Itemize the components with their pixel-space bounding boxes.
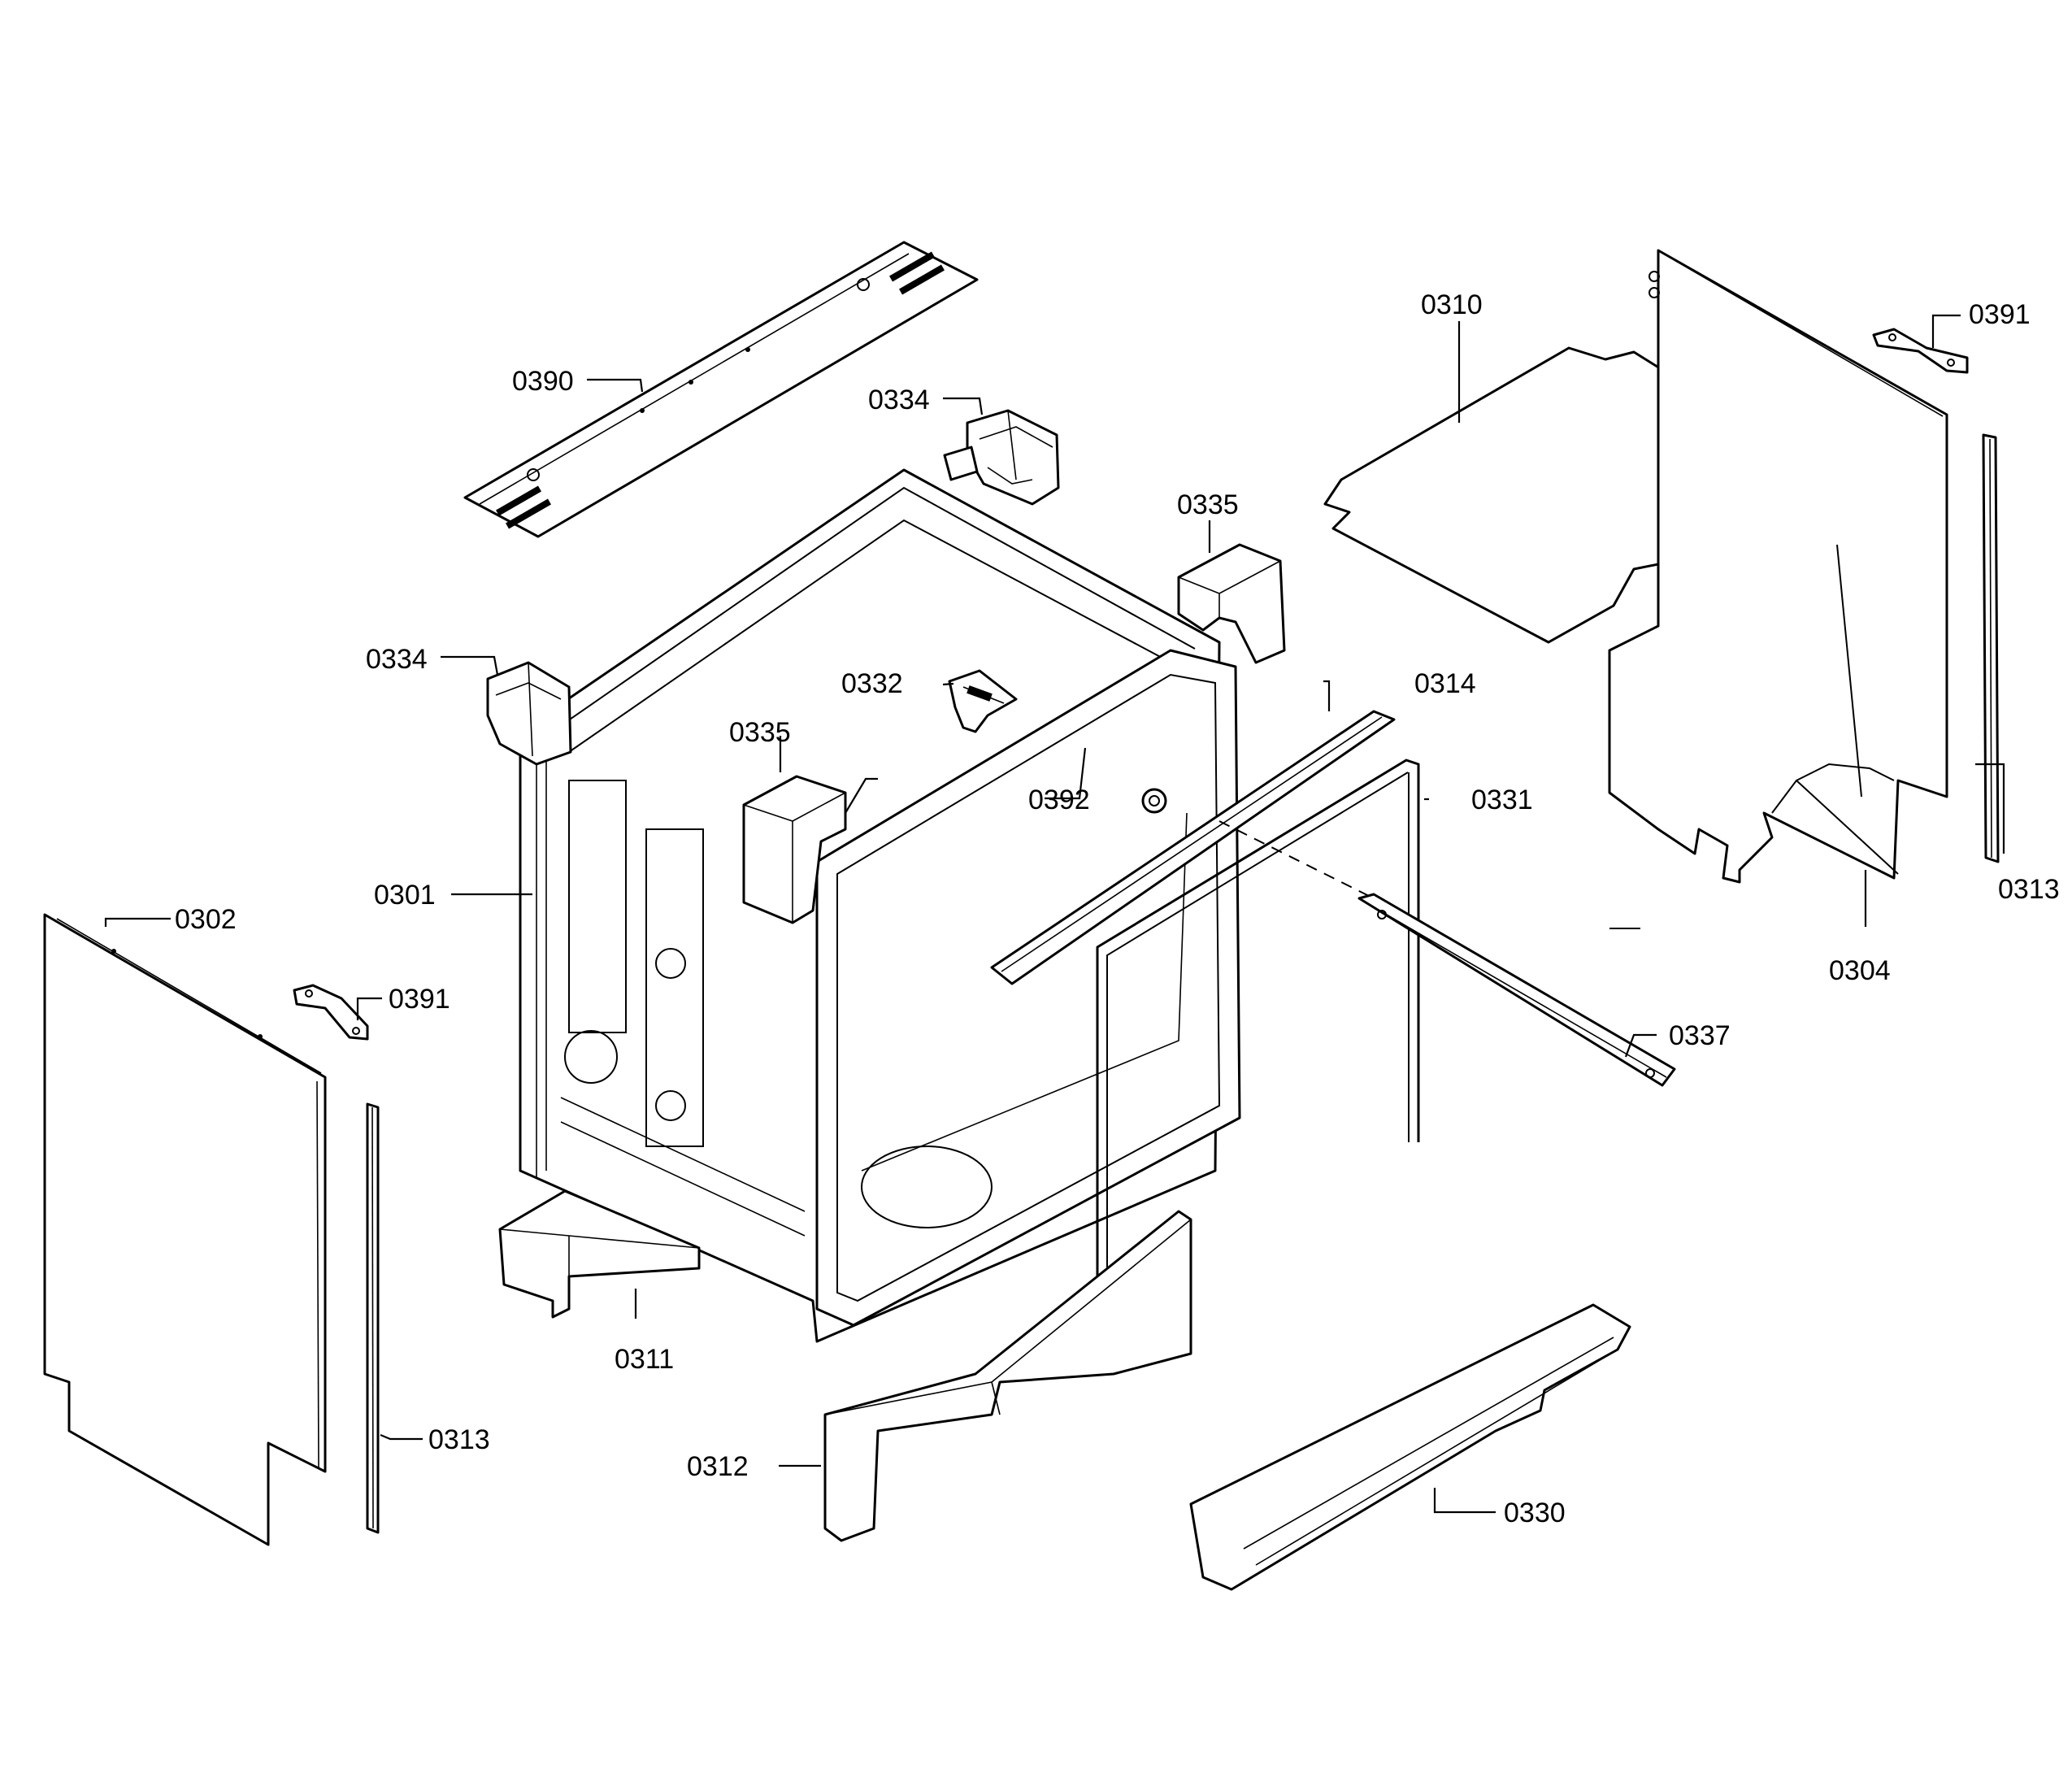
label-0335-top: 0335 (1177, 489, 1239, 520)
part-0391-bracket-right (1872, 328, 1969, 374)
label-0331: 0331 (1471, 785, 1533, 815)
label-0334-left: 0334 (366, 644, 428, 675)
part-0334-clip-left (486, 661, 572, 766)
label-0337: 0337 (1669, 1020, 1731, 1051)
label-0334-top: 0334 (868, 385, 930, 415)
part-0332-latch (948, 669, 1018, 733)
part-0313-strip-right (1982, 433, 2000, 863)
label-0392: 0392 (1028, 785, 1090, 815)
part-0312-foam (823, 1210, 1192, 1542)
label-0390: 0390 (512, 366, 574, 397)
part-0337-side-rail (1357, 893, 1676, 1087)
part-0335-bracket-middle (742, 775, 847, 924)
part-0335-bracket-upper (1177, 543, 1286, 664)
label-0304: 0304 (1829, 955, 1891, 986)
part-0311-foam (498, 1189, 701, 1319)
label-0312: 0312 (687, 1451, 749, 1482)
part-0331-gasket (1096, 759, 1420, 1276)
label-0330: 0330 (1504, 1498, 1566, 1528)
part-0304-back-panel (1608, 249, 1948, 884)
label-0391-left: 0391 (389, 984, 450, 1015)
part-labels: 0390 0334 0335 0310 0391 0334 0332 0314 … (175, 289, 2060, 1528)
label-0310: 0310 (1421, 289, 1483, 320)
part-0314-rail (990, 710, 1396, 985)
label-0335-mid: 0335 (729, 717, 791, 748)
label-0391-right: 0391 (1969, 299, 2031, 330)
label-0302: 0302 (175, 904, 237, 935)
part-0391-bracket-left (293, 984, 369, 1041)
part-0302-side-panel (43, 913, 327, 1546)
part-0334-clip-top (943, 409, 1060, 506)
part-0301-tub (519, 468, 1241, 1343)
label-0313-left: 0313 (428, 1424, 490, 1455)
leader-lines (104, 314, 2005, 1514)
part-0313-strip-left (366, 1102, 380, 1534)
assembly-axis-line (1218, 820, 1375, 899)
part-0390-top-plate (463, 241, 979, 538)
label-0301: 0301 (374, 880, 436, 911)
label-0332: 0332 (841, 668, 903, 699)
label-0313-right: 0313 (1998, 874, 2060, 905)
label-0311: 0311 (615, 1344, 674, 1375)
label-0314: 0314 (1414, 668, 1476, 699)
part-0330-kickplate (1189, 1303, 1631, 1591)
part-0392-fitting (1141, 788, 1167, 814)
